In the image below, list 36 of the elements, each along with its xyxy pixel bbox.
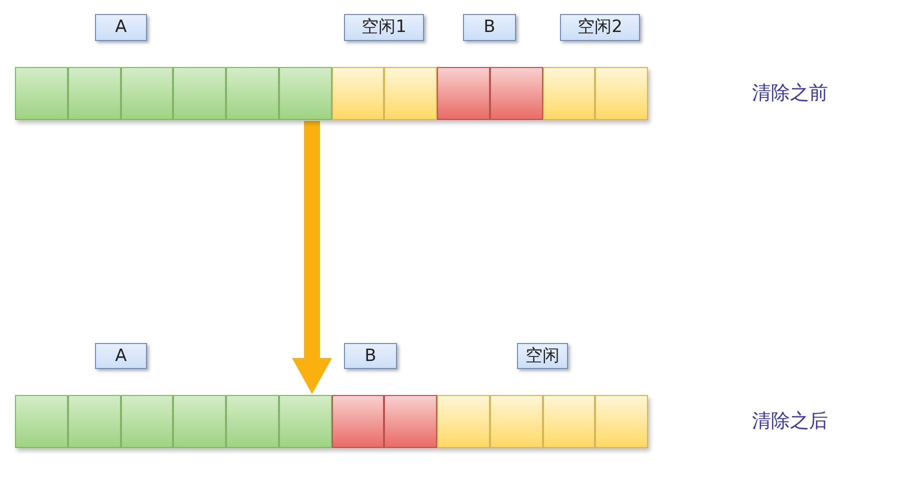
memory-block [173,67,226,120]
memory-block [437,67,490,120]
memory-block [15,395,68,448]
memory-block [332,67,384,120]
memory-block [15,67,68,120]
memory-block [542,395,596,448]
memory-block [595,67,648,120]
block-label: A [95,343,147,369]
memory-block [173,395,226,448]
row-caption: 清除之后 [752,409,828,434]
memory-block [490,67,542,120]
block-label: B [344,343,397,369]
block-label: 空闲2 [560,14,640,41]
memory-block [384,67,437,120]
block-label: 空闲1 [344,14,424,41]
memory-block [120,67,174,120]
memory-block [332,395,384,448]
row-caption: 清除之前 [752,81,828,106]
memory-bar [15,67,648,120]
memory-block [595,395,648,448]
memory-block [490,395,542,448]
arrow [292,121,332,394]
memory-bar [15,395,648,448]
memory-block [278,395,332,448]
memory-block [437,395,490,448]
block-label: 空闲 [517,343,568,369]
memory-block [384,395,437,448]
block-label: A [95,14,147,41]
memory-block [120,395,174,448]
memory-block [68,395,120,448]
memory-block [226,395,279,448]
block-label: B [463,14,516,41]
memory-block [226,67,279,120]
memory-block [542,67,596,120]
memory-block [68,67,120,120]
memory-block [278,67,332,120]
